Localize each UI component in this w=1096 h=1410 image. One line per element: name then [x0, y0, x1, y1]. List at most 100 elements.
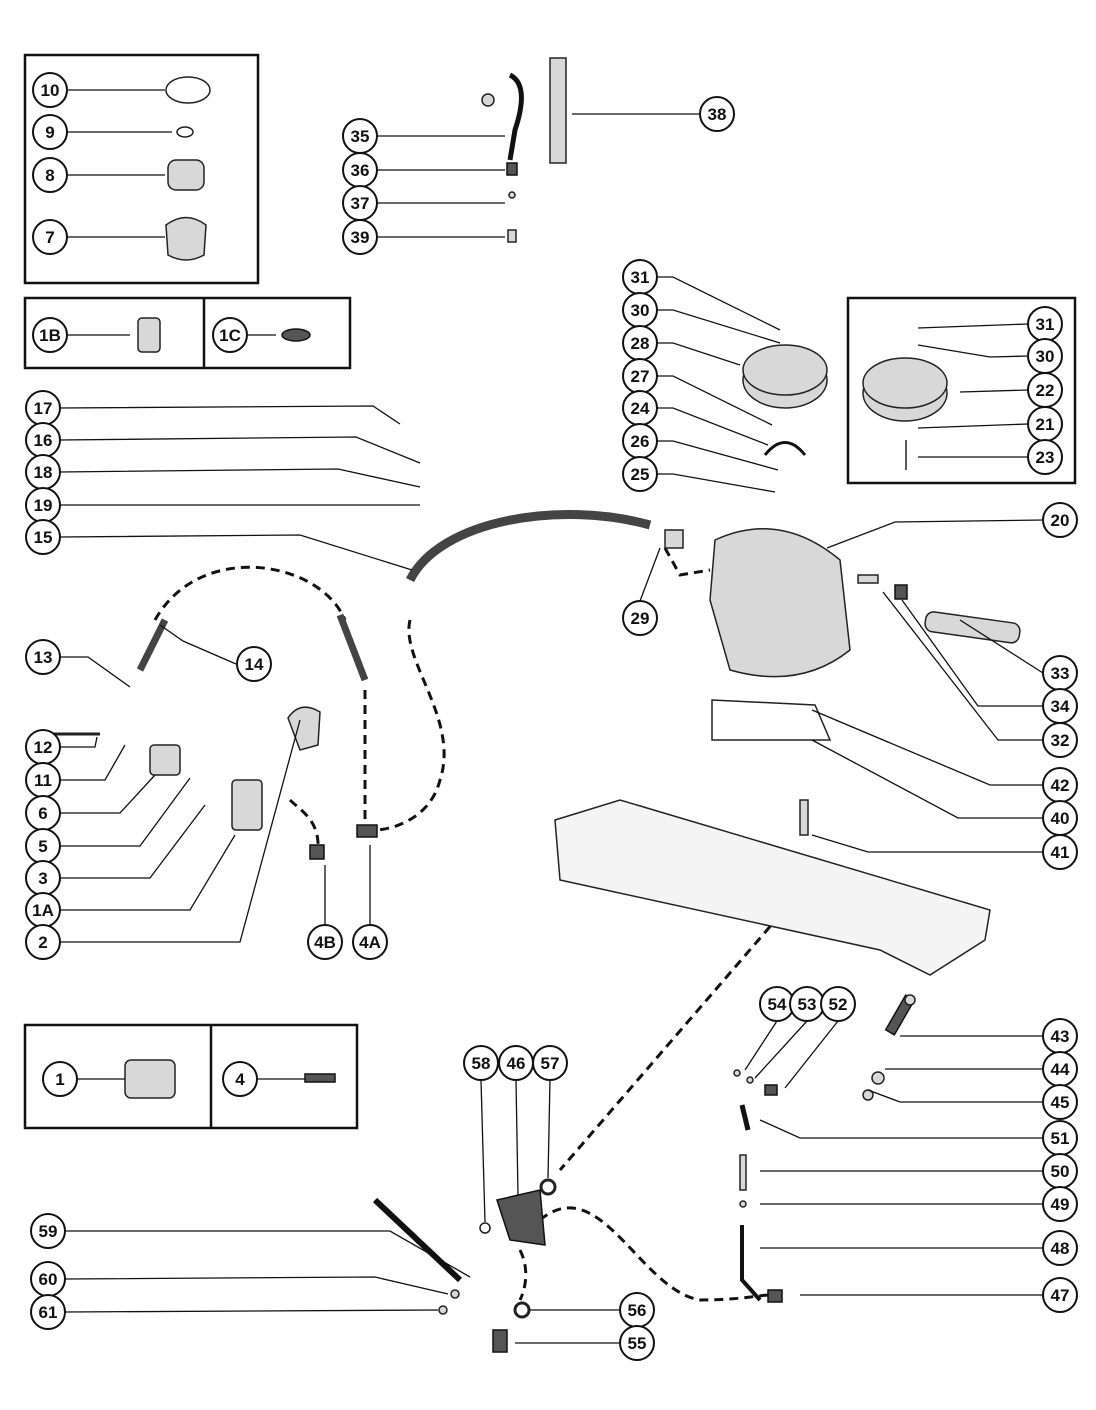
- callout-label: 44: [1051, 1060, 1070, 1079]
- callout-circle: [212, 317, 248, 353]
- leader-line: [59, 405, 401, 425]
- callout-18: 18: [25, 454, 421, 490]
- callout-label: 25: [631, 465, 650, 484]
- leader-line: [959, 389, 1029, 393]
- callout-30: 30: [917, 338, 1063, 374]
- leader-line: [64, 1276, 449, 1295]
- callout-label: 50: [1051, 1162, 1070, 1181]
- callout-circle: [32, 114, 68, 150]
- callout-circle: [307, 924, 343, 960]
- callout-35: 35: [342, 118, 505, 154]
- leader-line: [744, 1020, 778, 1071]
- callout-4a: 4A: [352, 845, 388, 960]
- callout-label: 34: [1051, 697, 1070, 716]
- callout-circle: [532, 1045, 568, 1081]
- callout-57: 57: [532, 1045, 568, 1179]
- callout-label: 39: [351, 228, 370, 247]
- leader-line: [657, 276, 781, 331]
- leader-line: [826, 519, 1044, 549]
- callout-46: 46: [498, 1045, 534, 1196]
- callout-circle: [32, 157, 68, 193]
- callout-label: 6: [38, 804, 47, 823]
- callout-16: 16: [25, 422, 421, 464]
- callout-circle: [32, 72, 68, 108]
- callout-24: 24: [622, 390, 769, 446]
- callout-label: 36: [351, 161, 370, 180]
- leader-line: [657, 440, 779, 471]
- callout-circle: [222, 1061, 258, 1097]
- callout-label: 16: [34, 431, 53, 450]
- callout-circle: [32, 317, 68, 353]
- callout-label: 18: [34, 463, 53, 482]
- leader-line: [480, 1079, 486, 1223]
- callout-circle: [1042, 722, 1078, 758]
- callout-circle: [622, 456, 658, 492]
- leader-line: [159, 624, 237, 665]
- callout-label: 20: [1051, 511, 1070, 530]
- callout-52: 52: [784, 986, 856, 1089]
- callout-circle: [30, 1213, 66, 1249]
- callout-37: 37: [342, 185, 505, 221]
- callout-53: 53: [754, 986, 825, 1079]
- leader-line: [547, 1079, 551, 1179]
- callout-8: 8: [32, 157, 165, 193]
- callout-label: 19: [34, 496, 53, 515]
- callout-7: 7: [32, 219, 165, 255]
- callout-1c: 1C: [212, 317, 276, 353]
- callout-31: 31: [917, 306, 1063, 342]
- callout-label: 26: [631, 432, 650, 451]
- callout-label: 35: [351, 127, 370, 146]
- callout-60: 60: [30, 1261, 449, 1297]
- leader-line: [917, 323, 1029, 329]
- inset-box-air-filter: [846, 296, 1077, 485]
- callout-2: 2: [25, 719, 301, 960]
- leader-line: [60, 777, 191, 847]
- callout-47: 47: [800, 1277, 1078, 1313]
- callout-41: 41: [811, 834, 1078, 870]
- leader-line: [784, 1020, 839, 1089]
- callout-40: 40: [811, 739, 1078, 836]
- callout-4b: 4B: [307, 865, 343, 960]
- callout-label: 4B: [314, 933, 336, 952]
- callout-label: 55: [628, 1334, 647, 1353]
- leader-line: [64, 1309, 439, 1313]
- callout-label: 1C: [219, 326, 241, 345]
- leader-line: [811, 739, 1043, 819]
- callout-circle: [622, 600, 658, 636]
- inset-box-1-4: [23, 1023, 359, 1130]
- callout-label: 43: [1051, 1027, 1070, 1046]
- leader-line: [754, 1020, 808, 1079]
- callout-label: 56: [628, 1301, 647, 1320]
- callout-circle: [1042, 1084, 1078, 1120]
- callout-58: 58: [463, 1045, 499, 1223]
- callout-label: 53: [798, 995, 817, 1014]
- callout-circle: [25, 639, 61, 675]
- callout-label: 47: [1051, 1286, 1070, 1305]
- callout-28: 28: [622, 325, 741, 366]
- callout-label: 46: [507, 1054, 526, 1073]
- callout-43: 43: [900, 1018, 1078, 1054]
- callout-label: 48: [1051, 1239, 1070, 1258]
- callout-label: 59: [39, 1222, 58, 1241]
- callout-29: 29: [622, 547, 661, 636]
- callout-31: 31: [622, 259, 781, 331]
- callout-14: 14: [159, 624, 272, 682]
- callout-label: 1B: [39, 326, 61, 345]
- callout-15: 15: [25, 519, 413, 571]
- callout-21: 21: [917, 406, 1063, 442]
- callout-label: 13: [34, 648, 53, 667]
- callout-label: 31: [631, 268, 650, 287]
- callout-circle: [236, 646, 272, 682]
- leader-line: [657, 473, 776, 493]
- callout-1: 1: [42, 1061, 125, 1097]
- leader-line: [59, 534, 413, 571]
- callout-circle: [25, 924, 61, 960]
- callout-54: 54: [744, 986, 795, 1071]
- callout-45: 45: [867, 1084, 1078, 1120]
- callout-42: 42: [811, 709, 1078, 803]
- callout-label: 22: [1036, 381, 1055, 400]
- callout-label: 23: [1036, 448, 1055, 467]
- callout-label: 45: [1051, 1093, 1070, 1112]
